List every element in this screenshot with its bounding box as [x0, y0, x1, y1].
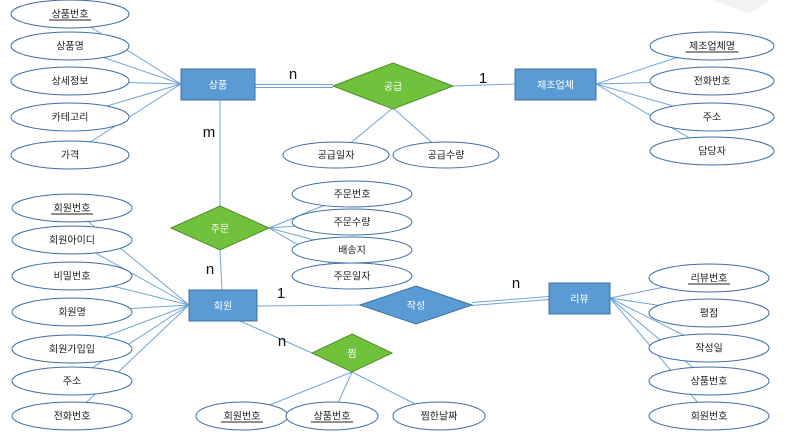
- entity-review-label: 리뷰: [570, 294, 588, 306]
- relation-supply-label: 공급: [384, 81, 402, 93]
- attribute-product-0-label: 상품번호: [52, 9, 89, 21]
- attribute-review-3-label: 상품번호: [691, 376, 728, 388]
- attribute-review-4-ellipse[interactable]: [648, 401, 770, 431]
- attribute-product-1-ellipse[interactable]: [10, 31, 130, 61]
- write-line-member: [256, 304, 361, 307]
- attribute-member-4-ellipse[interactable]: [11, 334, 133, 364]
- attribute-product-1-label: 상품명: [56, 41, 84, 53]
- entity-member-box[interactable]: [188, 289, 258, 322]
- attribute-member-4-label: 회원가입입: [49, 343, 95, 356]
- attribute-member-3-label: 회원명: [58, 307, 86, 319]
- attribute-wish-0-label: 회원번호: [224, 411, 261, 423]
- attribute-review-1-label: 평점: [700, 308, 718, 320]
- attribute-review-2-ellipse[interactable]: [648, 333, 770, 363]
- attribute-member-5-label: 주소: [63, 376, 81, 388]
- attribute-member-2-label: 비밀번호: [54, 271, 91, 283]
- order-line-member: [219, 249, 223, 291]
- cardinality-member_order: n: [206, 261, 214, 278]
- attribute-product-4-label: 가격: [61, 149, 79, 162]
- entity-product-label: 상품: [209, 80, 227, 92]
- relation-supply-diamond[interactable]: [331, 62, 455, 110]
- relation-wish-diamond[interactable]: [310, 333, 394, 373]
- attribute-review-0-label: 리뷰번호: [691, 273, 728, 285]
- relation-wish-label: 찜: [347, 348, 356, 360]
- attribute-supply-0-label: 공급일자: [318, 150, 355, 162]
- entity-review-box[interactable]: [548, 282, 611, 315]
- page-corner-fold: [712, 0, 770, 14]
- relation-write-label: 작성: [407, 300, 425, 312]
- attribute-product-3-label: 카테고리: [52, 112, 89, 124]
- attribute-manufacturer-2-label: 주소: [703, 112, 721, 124]
- cardinality-member_write: 1: [277, 285, 285, 302]
- attribute-supply-1-label: 공급수량: [428, 150, 465, 162]
- attribute-member-6-label: 전화번호: [54, 411, 91, 423]
- attribute-review-0-ellipse[interactable]: [648, 263, 770, 293]
- cardinality-member_wish: n: [278, 333, 286, 350]
- attribute-review-4-label: 회원번호: [691, 411, 728, 423]
- attribute-order-2-label: 배송지: [338, 245, 366, 257]
- entity-member-label: 회원: [214, 301, 232, 313]
- cardinality-product_supply: n: [289, 66, 297, 83]
- write-line-review: [471, 299, 550, 306]
- attribute-manufacturer-2-ellipse[interactable]: [649, 102, 775, 132]
- attribute-product-3-ellipse[interactable]: [10, 102, 130, 132]
- attribute-product-2-ellipse[interactable]: [10, 66, 130, 96]
- attribute-product-0-ellipse[interactable]: [10, 0, 130, 29]
- write-line-review: [471, 296, 550, 303]
- wish-line-member: [239, 320, 313, 354]
- attribute-member-1-label: 회원아이디: [49, 235, 95, 247]
- attribute-manufacturer-1-label: 전화번호: [694, 76, 731, 88]
- attribute-review-3-ellipse[interactable]: [648, 366, 770, 396]
- cardinality-labels: n 1 m n 1 n n: [203, 66, 520, 350]
- attr-line-member-0: [71, 207, 190, 306]
- attribute-member-1-ellipse[interactable]: [11, 225, 133, 255]
- attribute-member-3-ellipse[interactable]: [11, 297, 133, 327]
- cardinality-manufacturer_supply: 1: [479, 70, 487, 87]
- attribute-order-1-ellipse[interactable]: [291, 208, 413, 236]
- attribute-supply-1-ellipse[interactable]: [392, 141, 500, 169]
- cardinality-review_write: n: [512, 275, 520, 292]
- attr-line-member-6: [71, 304, 190, 417]
- attribute-product-2-label: 상세정보: [52, 76, 89, 88]
- attribute-wish-1-ellipse[interactable]: [285, 401, 379, 431]
- entity-product-box[interactable]: [180, 68, 256, 101]
- attribute-member-6-ellipse[interactable]: [11, 401, 133, 431]
- attribute-manufacturer-1-ellipse[interactable]: [649, 66, 775, 96]
- relation-order-label: 주문: [211, 223, 229, 235]
- attribute-order-3-label: 주문일자: [334, 271, 371, 283]
- attribute-manufacturer-0-ellipse[interactable]: [649, 31, 775, 61]
- attribute-manufacturer-3-label: 담당자: [698, 146, 726, 158]
- entity-manufacturer-label: 제조업체: [537, 79, 574, 92]
- attribute-review-1-ellipse[interactable]: [648, 298, 770, 328]
- attribute-member-0-ellipse[interactable]: [11, 193, 133, 223]
- relation-order-diamond[interactable]: [169, 205, 271, 251]
- attribute-wish-2-ellipse[interactable]: [392, 401, 486, 431]
- entity-manufacturer-box[interactable]: [514, 68, 597, 101]
- attribute-order-3-ellipse[interactable]: [291, 262, 413, 290]
- attr-line-review-4: [609, 297, 710, 417]
- attribute-manufacturer-3-ellipse[interactable]: [649, 136, 775, 166]
- supply-line-manufacturer: [452, 83, 516, 87]
- attribute-wish-2-label: 찜한날짜: [421, 411, 458, 423]
- attribute-member-0-label: 회원번호: [54, 203, 91, 215]
- cardinality-product_order: m: [203, 124, 216, 141]
- attribute-member-5-ellipse[interactable]: [11, 366, 133, 396]
- attribute-member-2-ellipse[interactable]: [11, 261, 133, 291]
- attribute-product-4-ellipse[interactable]: [10, 140, 130, 170]
- attribute-order-0-label: 주문번호: [334, 189, 371, 201]
- attribute-supply-0-ellipse[interactable]: [282, 141, 390, 169]
- attribute-wish-1-label: 상품번호: [314, 411, 351, 423]
- attribute-review-2-label: 작성일: [695, 343, 723, 355]
- attribute-order-1-label: 주문수량: [334, 217, 371, 229]
- relation-write-diamond[interactable]: [358, 285, 474, 325]
- attribute-order-0-ellipse[interactable]: [291, 180, 413, 208]
- attribute-manufacturer-0-label: 제조업체명: [689, 40, 735, 53]
